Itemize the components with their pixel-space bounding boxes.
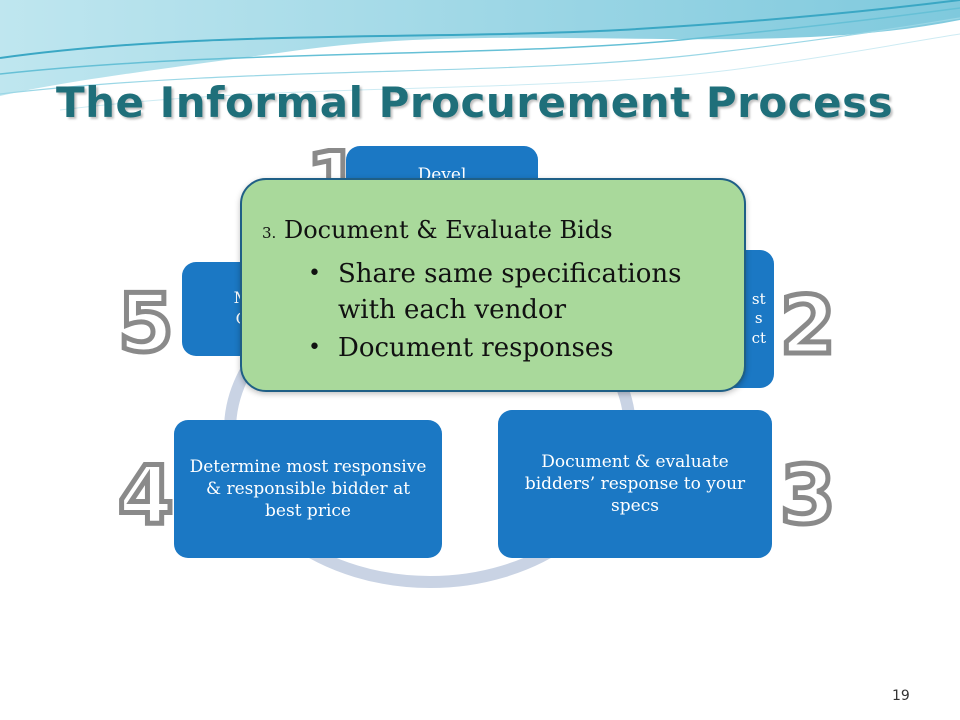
step-box-3-text: Document & evaluate bidders’ response to… xyxy=(524,451,746,517)
page-number: 19 xyxy=(892,688,910,704)
slide-title: The Informal Procurement Process xyxy=(56,78,894,127)
step-number-5: 5 xyxy=(116,277,177,370)
step-box-4[interactable]: Determine most responsive & responsible … xyxy=(174,420,442,558)
callout-bullet-list: • Share same specifications with each ve… xyxy=(304,256,724,368)
callout-bullet-text: Share same specifications with each vend… xyxy=(338,259,682,325)
bullet-dot-icon: • xyxy=(308,335,321,360)
callout-bullet: • Document responses xyxy=(304,330,724,366)
callout-heading-text: Document & Evaluate Bids xyxy=(283,216,613,244)
callout-bullet: • Share same specifications with each ve… xyxy=(304,256,724,328)
callout-step-prefix: 3. xyxy=(262,224,277,242)
wave-header-decoration xyxy=(0,0,960,111)
step-box-2-text: st s ct xyxy=(751,289,766,347)
step-number-2: 2 xyxy=(778,279,839,372)
step-number-4: 4 xyxy=(116,449,177,542)
step-box-4-text: Determine most responsive & responsible … xyxy=(189,456,427,522)
bullet-dot-icon: • xyxy=(308,261,321,286)
callout-bullet-text: Document responses xyxy=(338,333,614,363)
callout-heading: 3. Document & Evaluate Bids xyxy=(262,216,613,244)
step-number-3: 3 xyxy=(778,449,839,542)
step-box-3[interactable]: Document & evaluate bidders’ response to… xyxy=(498,410,772,558)
step-detail-callout[interactable]: 3. Document & Evaluate Bids • Share same… xyxy=(240,178,746,392)
